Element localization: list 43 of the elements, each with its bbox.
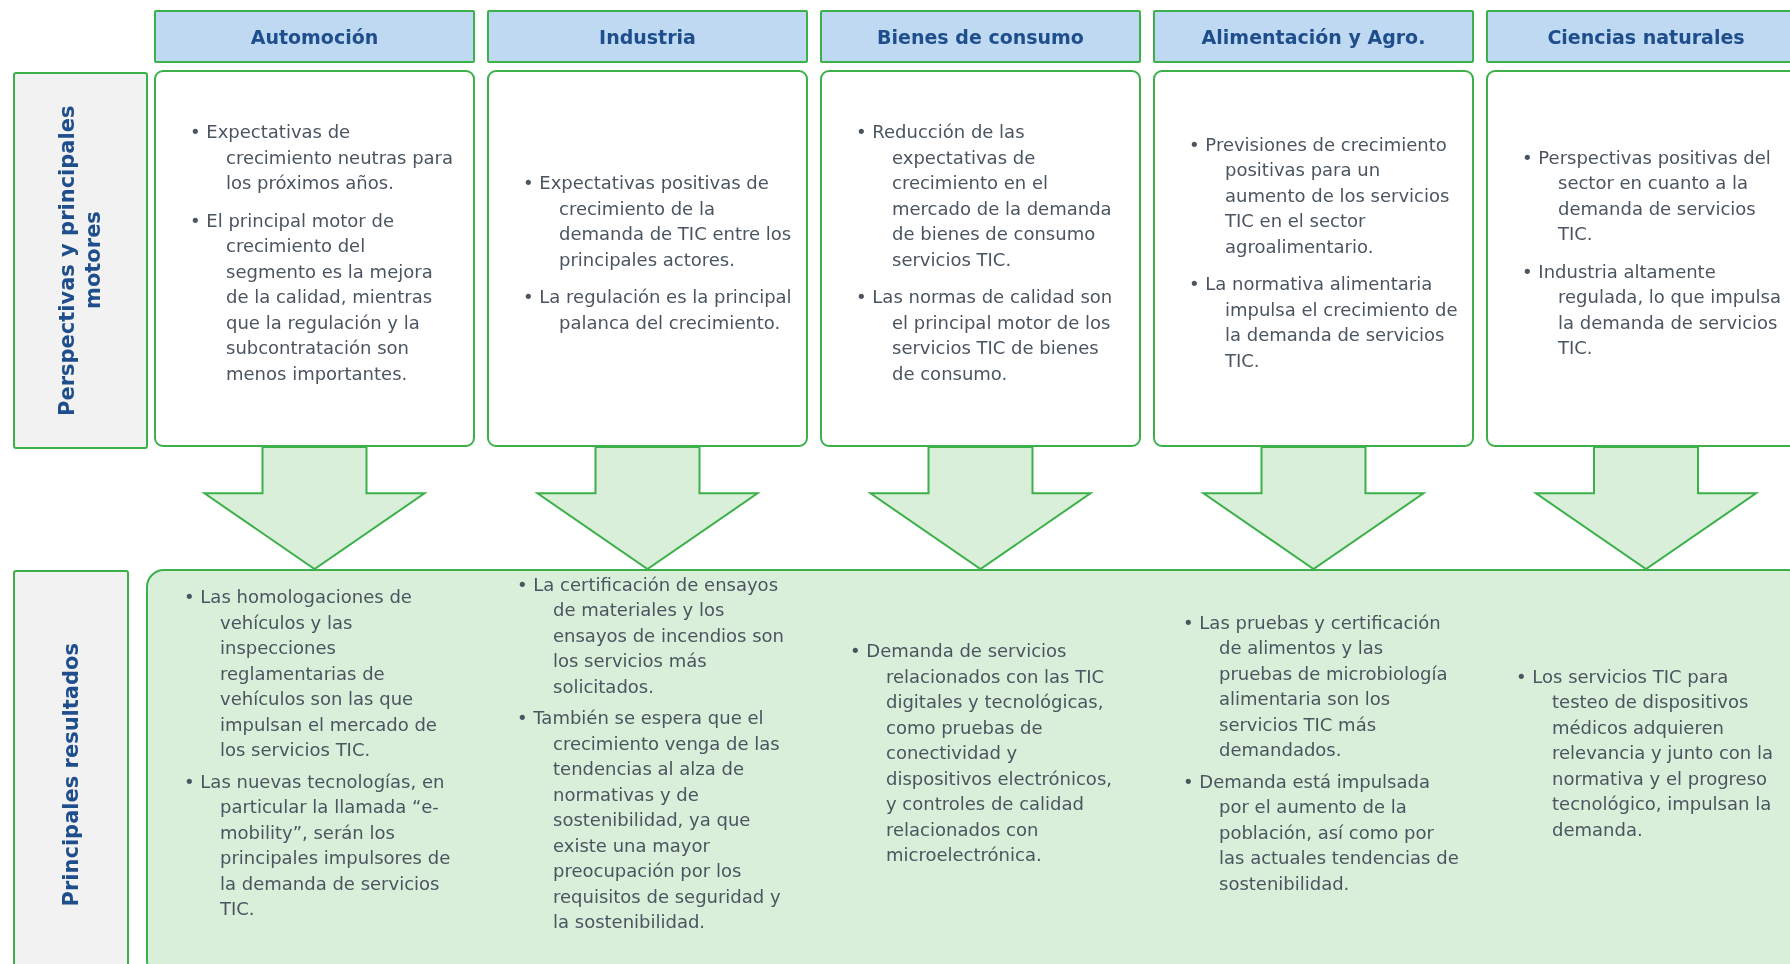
outlook-card xyxy=(820,70,1141,447)
bullet-text: • El principal motor de crecimiento del segmento es la mejora de la calidad, mientras que la regulación y la subcontratación son menos importantes. xyxy=(190,208,434,386)
results-panel xyxy=(146,569,1790,964)
bullet-text: • La regulación es la principal palanca del crecimiento. xyxy=(523,285,792,335)
block-arrow xyxy=(534,446,761,571)
block-arrow xyxy=(867,446,1094,571)
block-arrow xyxy=(1200,446,1427,571)
bullet-text: • Industria altamente regulada, lo que impulsa la demanda de servicios TIC. xyxy=(1522,259,1782,360)
header-text: Alimentación y Agro. xyxy=(1201,25,1426,48)
row-header xyxy=(13,570,129,964)
bullet-text: • Expectativas de crecimiento neutras para los próximos años. xyxy=(190,120,455,195)
row-label: Perspectivas y principales motores xyxy=(54,104,107,418)
column-header xyxy=(820,10,1141,63)
column-header xyxy=(1486,10,1790,63)
outlook-card xyxy=(1486,70,1790,447)
outlook-card xyxy=(1153,70,1474,447)
outlook-card xyxy=(487,70,808,447)
bullet-text: • Perspectivas positivas del sector en cuanto a la demanda de servicios TIC. xyxy=(1522,145,1772,246)
column-header xyxy=(487,10,808,63)
bullet-text: • Demanda de servicios relacionados con las TIC digitales y tecnológicas, como pruebas de conectividad y dispositivos electrónicos, y controles de calidad relacionados con microelectrónica. xyxy=(850,639,1113,868)
bullet-text: • Los servicios TIC para testeo de dispositivos médicos adquieren relevancia y junto con la normativa y el progreso tecnológico, impulsan la demanda. xyxy=(1516,664,1774,842)
bullet-text: • Demanda está impulsada por el aumento de la población, así como por las actuales tendencias de sostenibilidad. xyxy=(1183,769,1460,896)
column-header xyxy=(1153,10,1474,63)
bullet-text: • Las homologaciones de vehículos y las inspecciones reglamentarias de vehículos son las que impulsan el mercado de los servicios TIC. xyxy=(184,585,438,763)
bullet-text: • Reducción de las expectativas de crecimiento en el mercado de la demanda de bienes de consumo servicios TIC. xyxy=(856,120,1113,272)
block-arrow xyxy=(1532,446,1760,571)
bullet-text: • Las nuevas tecnologías, en particular la llamada “e-mobility”, serán los principales impulsores de la demanda de servicios TIC. xyxy=(184,769,452,922)
column-header xyxy=(154,10,475,63)
header-text: Ciencias naturales xyxy=(1547,25,1745,48)
bullet-text: • También se espera que el crecimiento venga de las tendencias al alza de normativas y de sostenibilidad, ya que existe una mayor preocupación por los requisitos de seguridad y la sostenibilidad. xyxy=(517,706,782,934)
header-text: Automoción xyxy=(250,25,379,48)
header-text: Industria xyxy=(599,25,696,48)
bullet-text: • Las normas de calidad son el principal motor de los servicios TIC de bienes de consumo. xyxy=(856,285,1114,386)
bullet-text: • Las pruebas y certificación de alimentos y las pruebas de microbiología alimentaria son los servicios TIC más demandados. xyxy=(1183,610,1449,763)
row-label: Principales resultados xyxy=(57,643,84,907)
bullet-text: • Previsiones de crecimiento positivas para un aumento de los servicios TIC en el sector agroalimentario. xyxy=(1189,132,1451,259)
row-header xyxy=(13,72,148,449)
bullet-text: • Expectativas positivas de crecimiento de la demanda de TIC entre los principales actores. xyxy=(523,171,792,272)
outlook-card xyxy=(154,70,475,447)
bullet-text: • La normativa alimentaria impulsa el crecimiento de la demanda de servicios TIC. xyxy=(1189,272,1458,373)
header-text: Bienes de consumo xyxy=(877,25,1084,48)
bullet-text: • La certificación de ensayos de materiales y los ensayos de incendios son los servicios más solicitados. xyxy=(517,572,785,699)
block-arrow xyxy=(201,446,428,571)
